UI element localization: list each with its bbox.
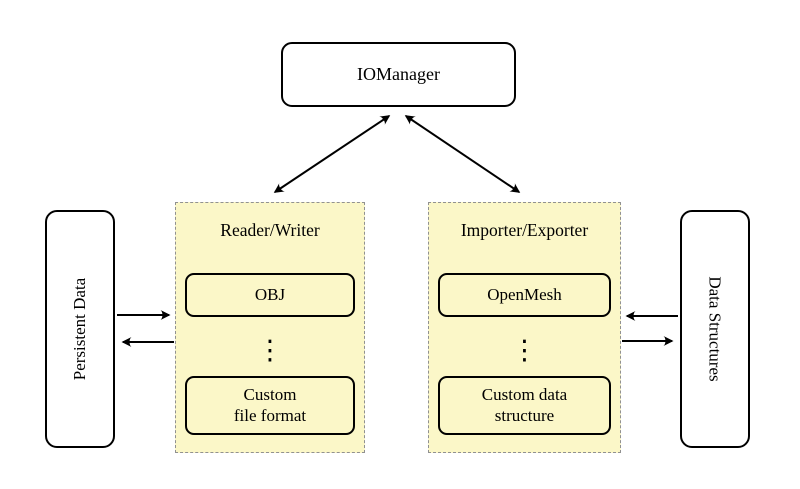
- reader-writer-title: Reader/Writer: [220, 220, 320, 240]
- persistent-data-box: Persistent Data: [45, 210, 115, 448]
- data-structures-label: Data Structures: [706, 276, 725, 382]
- persistent-data-label: Persistent Data: [70, 277, 90, 381]
- arrow-iomanager-readerwriter: [273, 115, 391, 193]
- iomanager-box: IOManager: [281, 42, 516, 107]
- openmesh-label: OpenMesh: [487, 284, 562, 304]
- custom-file-format-box: Custom file format: [185, 376, 355, 435]
- custom-file-format-label: Custom file format: [233, 385, 307, 425]
- custom-data-structure-box: Custom data structure: [438, 376, 611, 435]
- arrow-iomanager-importerexporter: [404, 115, 521, 193]
- obj-label: OBJ: [254, 284, 286, 304]
- obj-box: OBJ: [185, 273, 355, 317]
- reader-writer-group: Reader/Writer OBJ ⋮ Custom file format: [175, 202, 365, 453]
- openmesh-box: OpenMesh: [438, 273, 611, 317]
- custom-data-structure-label: Custom data structure: [481, 385, 568, 425]
- importer-exporter-ellipsis: ⋮: [511, 335, 538, 366]
- iomanager-label: IOManager: [357, 64, 440, 84]
- importer-exporter-group: Importer/Exporter OpenMesh ⋮ Custom data…: [428, 202, 621, 453]
- data-structures-box: Data Structures: [680, 210, 750, 448]
- importer-exporter-title: Importer/Exporter: [460, 220, 589, 240]
- reader-writer-ellipsis: ⋮: [256, 335, 284, 366]
